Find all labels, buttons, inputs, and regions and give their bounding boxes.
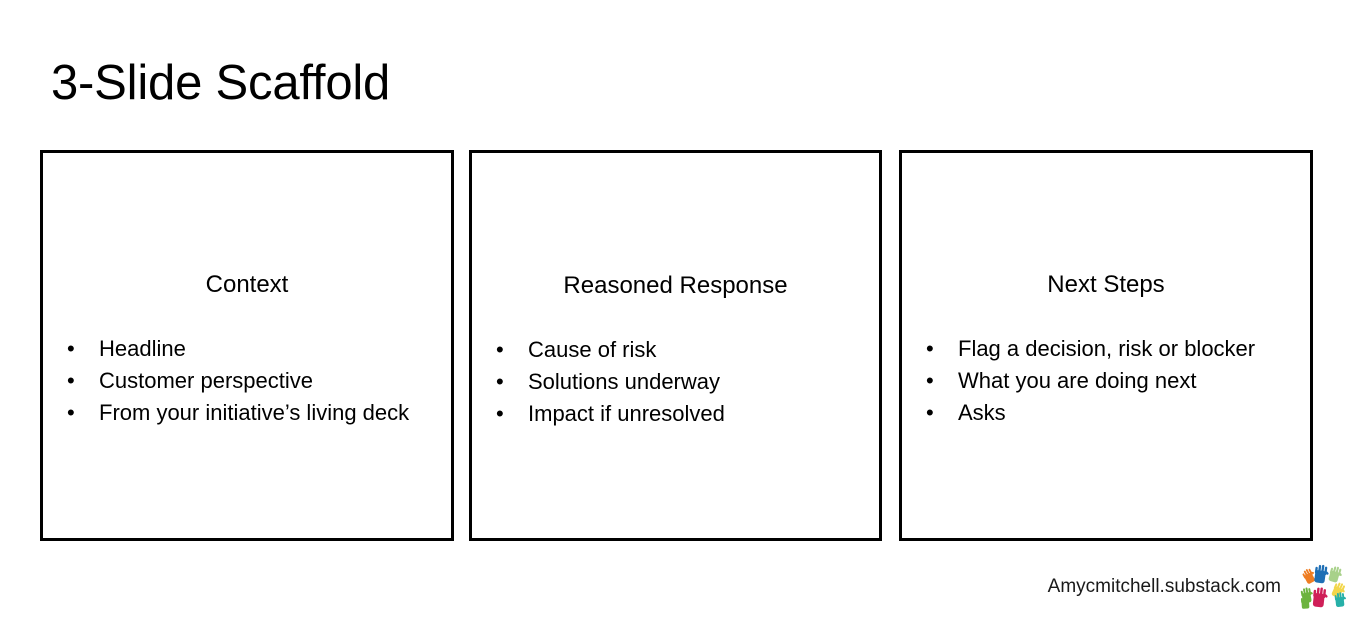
footer-url-label[interactable]: Amycmitchell.substack.com [1047, 575, 1281, 597]
colorful-hands-logo-icon [1297, 561, 1349, 613]
card-heading: Next Steps [1047, 271, 1165, 298]
list-item-label: Impact if unresolved [528, 401, 725, 426]
list-item-label: Asks [958, 400, 1006, 425]
bullet-point-icon: • [926, 400, 934, 425]
list-item: • Cause of risk [484, 334, 871, 366]
card-heading: Reasoned Response [563, 272, 788, 299]
card-bullet-list: • Cause of risk • Solutions underway • I… [484, 334, 871, 430]
list-item: • Flag a decision, risk or blocker [914, 333, 1302, 365]
list-item: • Impact if unresolved [484, 398, 871, 430]
bullet-point-icon: • [67, 336, 75, 361]
list-item-label: Cause of risk [528, 337, 657, 362]
scaffold-card-context[interactable]: Context • Headline • Customer perspectiv… [40, 150, 454, 541]
list-item: • From your initiative’s living deck [55, 397, 443, 429]
footer: Amycmitchell.substack.com [1048, 556, 1349, 618]
list-item-label: Solutions underway [528, 369, 721, 394]
card-bullet-list: • Headline • Customer perspective • From… [55, 333, 443, 429]
list-item-label: From your initiative’s living deck [99, 400, 410, 425]
card-bullet-list: • Flag a decision, risk or blocker • Wha… [914, 333, 1302, 429]
list-item: • Solutions underway [484, 366, 871, 398]
list-item: • Customer perspective [55, 365, 443, 397]
list-item-label: Customer perspective [99, 368, 313, 393]
list-item: • Asks [914, 397, 1302, 429]
list-item-label: Headline [99, 336, 186, 361]
bullet-point-icon: • [67, 368, 75, 393]
bullet-point-icon: • [496, 401, 504, 426]
list-item-label: What you are doing next [958, 368, 1197, 393]
list-item-label: Flag a decision, risk or blocker [958, 336, 1256, 361]
page-title: 3-Slide Scaffold [51, 55, 391, 110]
list-item: • What you are doing next [914, 365, 1302, 397]
scaffold-card-next-steps[interactable]: Next Steps • Flag a decision, risk or bl… [899, 150, 1313, 541]
bullet-point-icon: • [496, 369, 504, 394]
bullet-point-icon: • [926, 368, 934, 393]
scaffold-card-row: Context • Headline • Customer perspectiv… [40, 150, 1313, 541]
bullet-point-icon: • [496, 337, 504, 362]
scaffold-card-reasoned-response[interactable]: Reasoned Response • Cause of risk • Solu… [469, 150, 882, 541]
bullet-point-icon: • [926, 336, 934, 361]
bullet-point-icon: • [67, 400, 75, 425]
list-item: • Headline [55, 333, 443, 365]
card-heading: Context [205, 271, 289, 298]
